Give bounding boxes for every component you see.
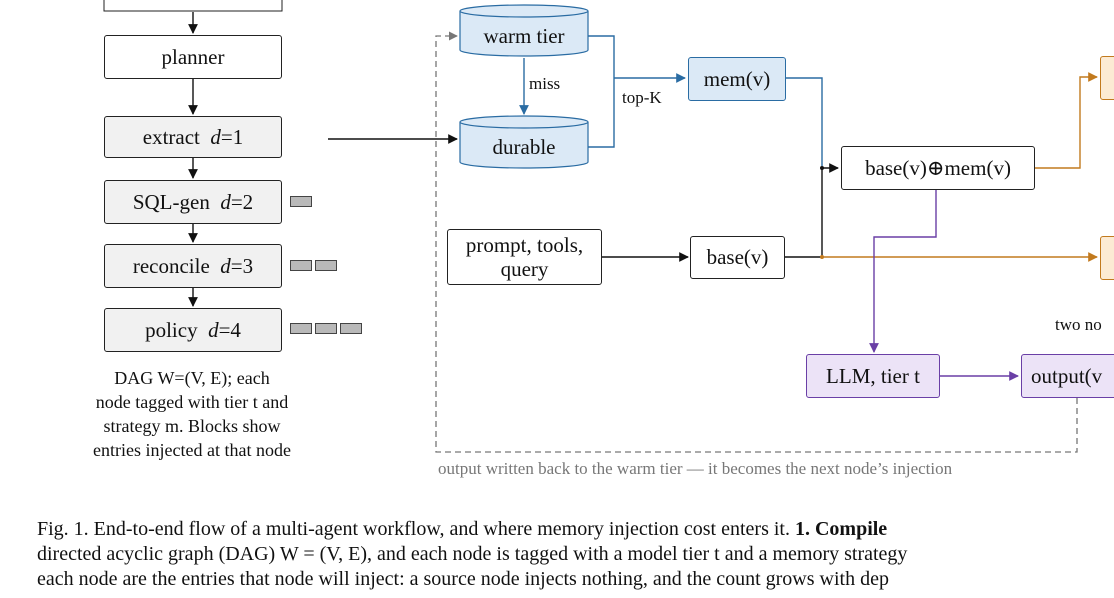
pipeline-caption: DAG W=(V, E); each node tagged with tier…: [58, 366, 326, 462]
injection-block: [315, 323, 337, 334]
node-extract: extract d=1: [104, 116, 282, 158]
output-node-label: output(v: [1031, 363, 1103, 388]
prompt-line: query: [500, 257, 549, 281]
injection-block: [290, 323, 312, 334]
injection-block: [290, 196, 312, 207]
combined-node: base(v)⊕mem(v): [841, 146, 1035, 190]
node-planner-label: planner: [161, 44, 225, 69]
clipped-top-node: [103, 0, 283, 12]
node-reconcile-dvar: d: [220, 253, 231, 278]
caption-line-2: directed acyclic graph (DAG) W = (V, E),…: [37, 543, 908, 565]
node-extract-dvar: d: [210, 124, 221, 149]
right-output-box-bottom: [1100, 236, 1114, 280]
combine-to-llm-arrow: [869, 190, 937, 353]
base-node-label: base(v): [706, 245, 769, 269]
node-policy-depth: 4: [230, 317, 241, 342]
warm-tier-cylinder: [459, 4, 589, 57]
feedback-dashed-loop: [435, 31, 1078, 453]
node-planner: planner: [104, 35, 282, 79]
node-sqlgen-dvar: d: [220, 189, 231, 214]
topk-label: top-K: [622, 88, 662, 107]
prompt-line: prompt, tools,: [465, 233, 584, 257]
caption-line-1-text: Fig. 1. End-to-end flow of a multi-agent…: [37, 518, 790, 540]
prompt-node: prompt, tools, query: [447, 229, 602, 285]
base-to-combine-arrow: [785, 163, 839, 258]
pipeline-caption-line: entries injected at that node: [93, 440, 291, 460]
mem-to-combine-line: [786, 77, 823, 166]
output-node: output(v: [1021, 354, 1114, 398]
llm-node: LLM, tier t: [806, 354, 940, 398]
two-nodes-label: two no: [1055, 315, 1102, 334]
llm-node-label: LLM, tier t: [826, 363, 920, 388]
combine-to-right-orange-arrow: [1035, 72, 1098, 169]
topk-bracket: [588, 35, 686, 148]
pipeline-caption-line: strategy m. Blocks show: [103, 416, 281, 436]
caption-line-3: each node are the entries that node will…: [37, 568, 889, 590]
pipeline-caption-line: node tagged with tier t and: [95, 392, 289, 412]
node-sqlgen: SQL-gen d=2: [104, 180, 282, 224]
injection-block: [290, 260, 312, 271]
injection-block: [315, 260, 337, 271]
node-policy-label: policy: [145, 317, 198, 342]
feedback-label: output written back to the warm tier — i…: [438, 459, 953, 478]
pipeline-caption-line: DAG W=(V, E); each: [114, 368, 270, 388]
node-reconcile-label: reconcile: [132, 253, 210, 278]
node-extract-depth: 1: [232, 124, 244, 149]
node-policy-dvar: d: [208, 317, 219, 342]
warm-tier-label: warm tier: [483, 24, 565, 48]
node-reconcile: reconcile d=3: [104, 244, 282, 288]
caption-line-1-bold: 1. Compile: [794, 518, 888, 540]
combined-node-label: base(v)⊕mem(v): [865, 155, 1011, 180]
node-sqlgen-depth: 2: [242, 189, 254, 214]
node-reconcile-depth: 3: [242, 253, 254, 278]
durable-cylinder: [459, 115, 589, 169]
figure-caption: Fig. 1. End-to-end flow of a multi-agent…: [37, 517, 1114, 592]
injection-block: [340, 323, 362, 334]
miss-label: miss: [529, 74, 561, 93]
durable-label: durable: [492, 135, 556, 159]
node-policy: policy d=4: [104, 308, 282, 352]
node-extract-label: extract: [142, 124, 200, 149]
node-sqlgen-label: SQL-gen: [132, 189, 210, 214]
mem-node: mem(v): [688, 57, 786, 101]
right-output-box-top: [1100, 56, 1114, 100]
mem-node-label: mem(v): [703, 66, 771, 91]
base-node: base(v): [690, 236, 785, 279]
caption-line-1: Fig. 1. End-to-end flow of a multi-agent…: [37, 517, 1114, 542]
